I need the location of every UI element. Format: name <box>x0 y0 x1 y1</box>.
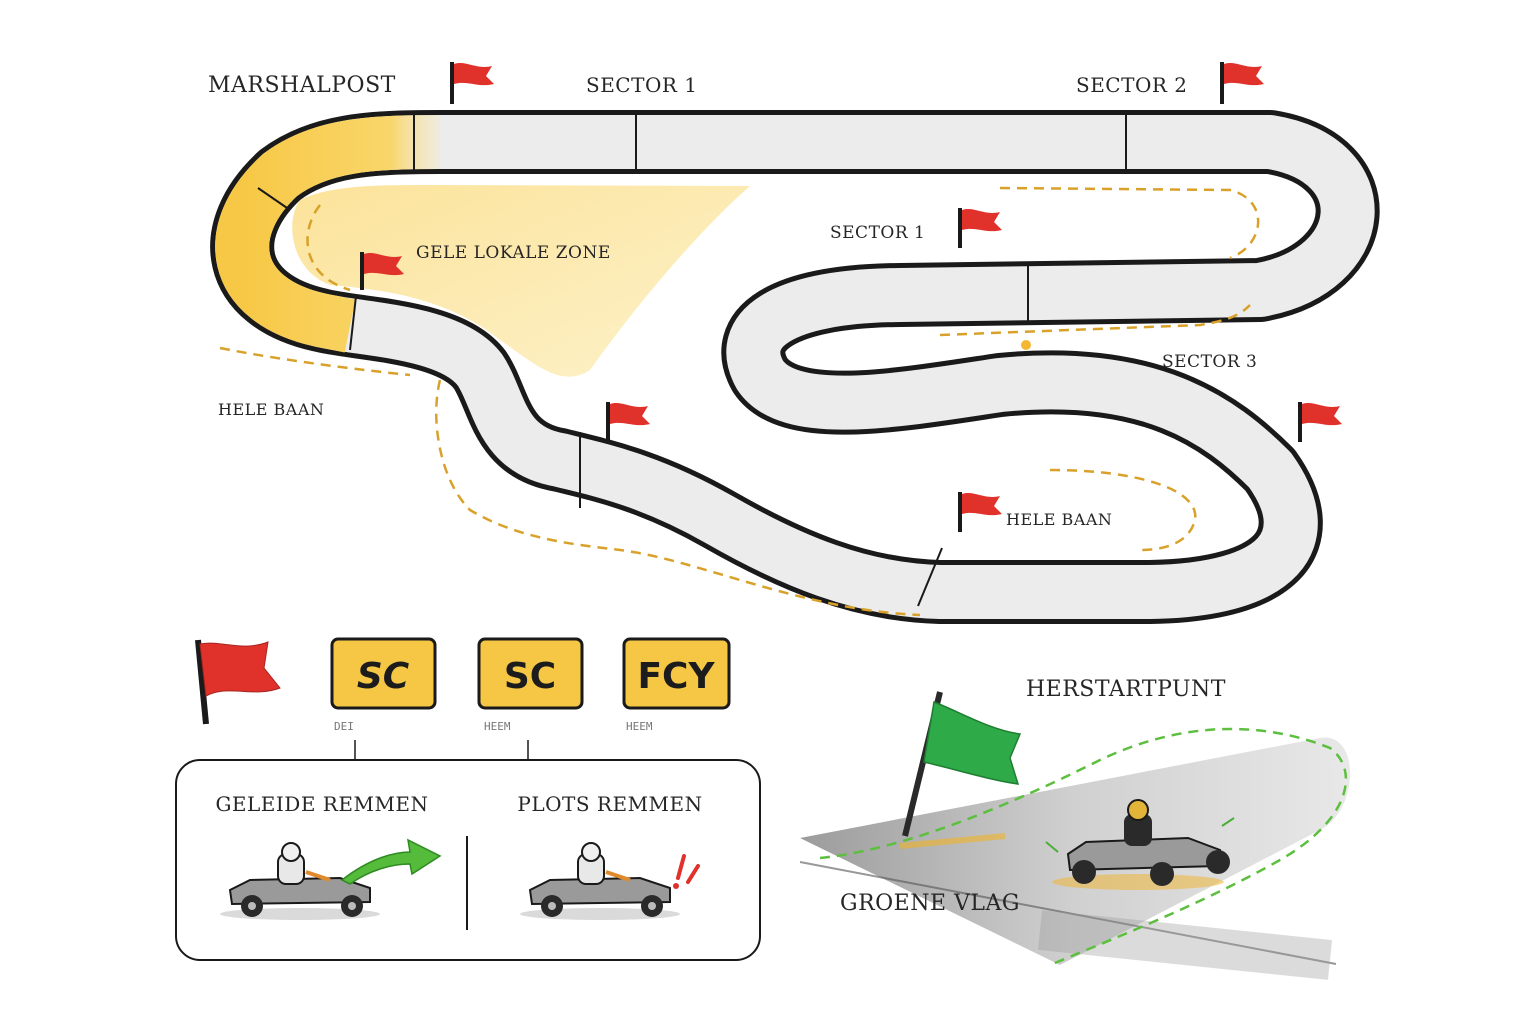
yellow-local-zone <box>292 185 750 377</box>
kart-icon <box>520 842 680 920</box>
sign-fcy: FCY HEEM <box>622 637 731 733</box>
apex-marker <box>1021 340 1031 350</box>
red-flag-icon <box>450 62 494 104</box>
kart-icon <box>1052 799 1230 890</box>
sudden-braking-label: PLOTS REMMEN <box>517 792 702 816</box>
sector3-label: SECTOR 3 <box>1162 352 1257 372</box>
green-flag-icon <box>902 691 1022 837</box>
hele-baan-right-label: HELE BAAN <box>1006 510 1112 529</box>
sector2-label: SECTOR 2 <box>1076 73 1187 97</box>
sector-dividers <box>257 113 1127 607</box>
kart-icon <box>220 842 380 920</box>
red-flag-icon <box>958 208 1002 248</box>
red-flag-icon <box>1220 62 1264 104</box>
race-track <box>210 110 1380 624</box>
sign-sublabel: HEEM <box>626 720 653 733</box>
red-flag-icon <box>606 402 650 442</box>
red-flag-icon <box>958 492 1002 532</box>
sign-label: FCY <box>637 656 715 697</box>
arrow-right-icon <box>340 838 442 885</box>
racing-line <box>219 186 1260 617</box>
sign-sublabel: DEI <box>334 720 354 733</box>
guided-braking-label: GELEIDE REMMEN <box>215 792 428 816</box>
red-flags <box>360 62 1342 532</box>
hele-baan-left-label: HELE BAAN <box>218 400 324 419</box>
braking-panel: GELEIDE REMMEN PLOTS REMMEN <box>175 759 761 961</box>
marshalpost-label: MARSHALPOST <box>208 73 396 98</box>
yellow-zone-label: GELE LOKALE ZONE <box>416 243 611 263</box>
sign-label: SC <box>357 656 410 697</box>
green-flag-label: GROENE VLAG <box>840 891 1020 916</box>
sector1-top-label: SECTOR 1 <box>586 73 697 97</box>
sign-sublabel: HEEM <box>484 720 511 733</box>
sign-label: SC <box>504 656 556 697</box>
sign-sc-stylized: SC DEI <box>330 637 437 760</box>
sign-sc: SC HEEM <box>477 637 584 760</box>
red-flag-icon <box>195 639 281 725</box>
red-flag-icon <box>1298 402 1342 442</box>
sector1-mid-label: SECTOR 1 <box>830 223 925 243</box>
restart-scene: HERSTARTPUNT GROENE VLAG <box>799 677 1350 980</box>
red-flag-icon <box>360 252 404 290</box>
restart-title: HERSTARTPUNT <box>1026 677 1226 702</box>
alert-icon <box>673 854 700 889</box>
